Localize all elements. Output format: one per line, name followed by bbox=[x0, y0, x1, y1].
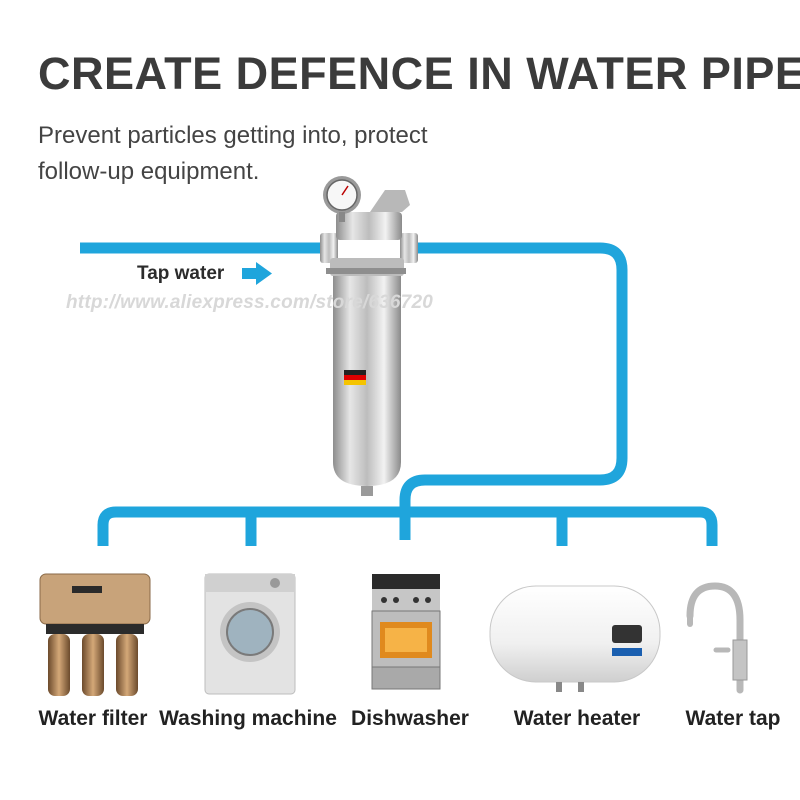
tap-water-label: Tap water bbox=[137, 263, 225, 284]
subtitle: Prevent particles getting into, protect … bbox=[38, 118, 428, 190]
subtitle-line-1: Prevent particles getting into, protect bbox=[38, 122, 428, 149]
arrow-right-icon bbox=[242, 262, 272, 285]
water-pipes bbox=[80, 242, 718, 546]
device-label-dishwasher: Dishwasher bbox=[351, 707, 469, 730]
filter-housing-icon bbox=[320, 176, 418, 496]
page-title: CREATE DEFENCE IN WATER PIPE bbox=[38, 48, 800, 99]
distribution-pipe bbox=[97, 506, 718, 546]
washing-machine-icon bbox=[204, 573, 296, 695]
device-label-water-heater: Water heater bbox=[513, 707, 641, 730]
device-label-washing-machine: Washing machine bbox=[159, 707, 337, 730]
device-label-water-filter: Water filter bbox=[38, 707, 148, 730]
outlet-pipe bbox=[399, 242, 628, 540]
device-label-water-tap: Water tap bbox=[685, 707, 781, 730]
water-heater-icon bbox=[489, 585, 661, 692]
subtitle-line-2: follow-up equipment. bbox=[38, 158, 260, 185]
faucet-icon bbox=[686, 582, 748, 694]
water-purifier-icon bbox=[39, 573, 151, 696]
stove-oven-icon bbox=[371, 574, 441, 690]
watermark: http://www.aliexpress.com/store/636720 bbox=[66, 292, 433, 313]
